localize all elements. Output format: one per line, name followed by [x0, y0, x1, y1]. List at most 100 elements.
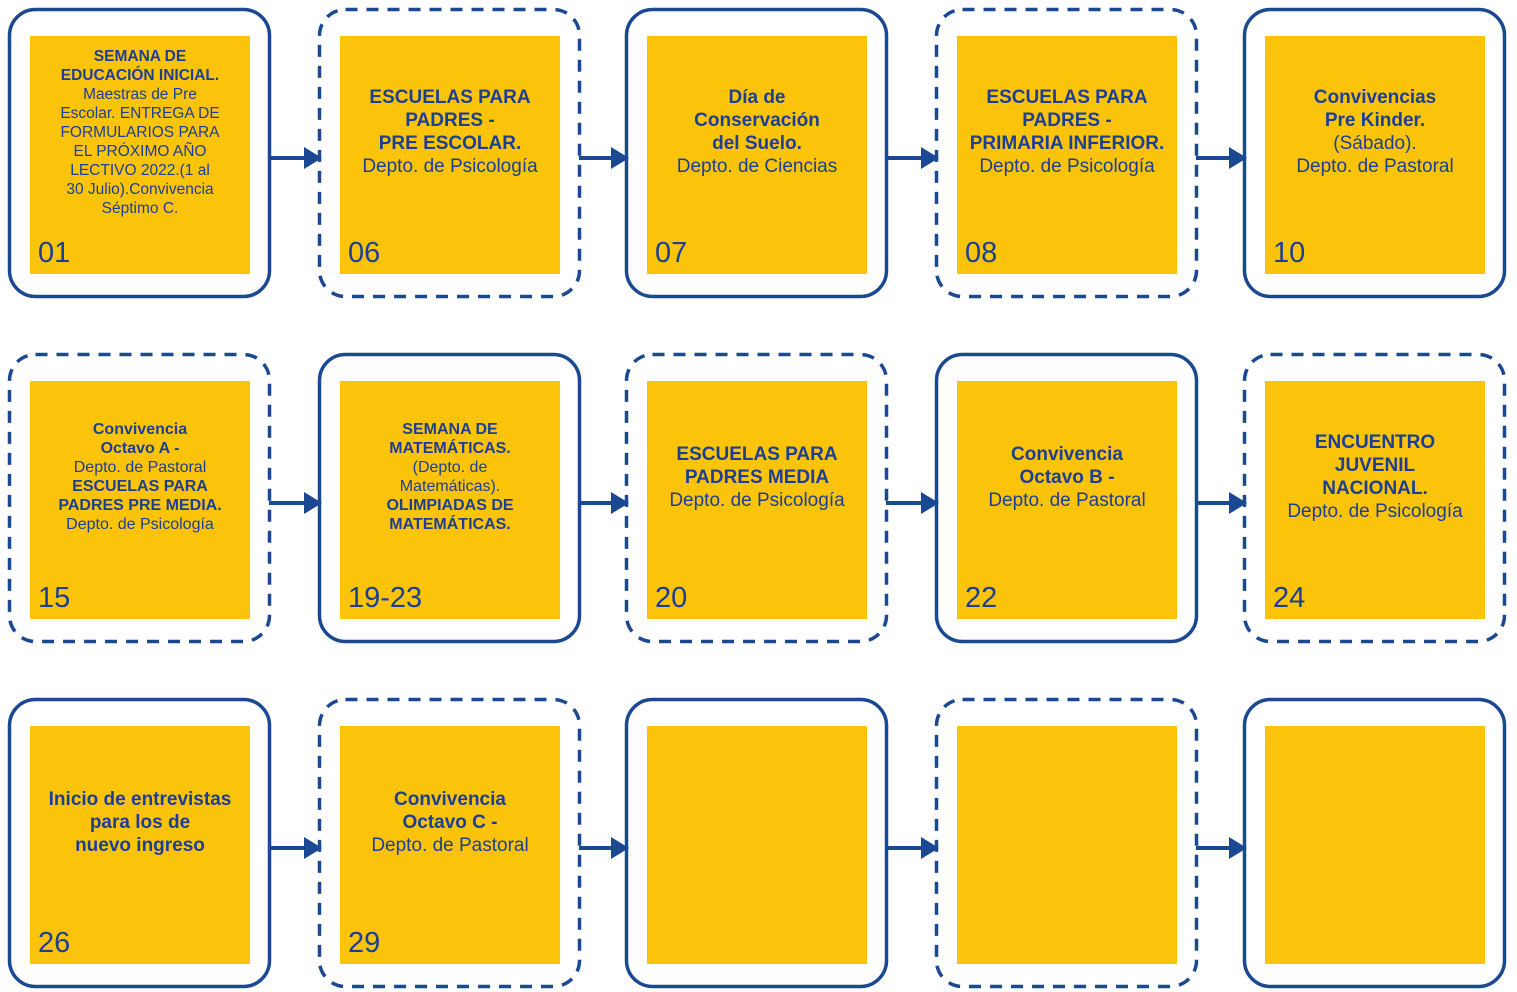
event-line: Depto. de Psicología	[66, 516, 214, 533]
event-day: 19-23	[348, 582, 423, 614]
event-day: 22	[965, 582, 998, 614]
event-line: Convivencia	[1011, 443, 1123, 465]
event-line: Pre Kinder.	[1324, 110, 1426, 131]
event-line: PADRES -	[1022, 110, 1112, 131]
event-line: PADRES PRE MEDIA.	[58, 497, 222, 514]
event-line: para los de	[89, 811, 191, 833]
event-day: 01	[38, 237, 71, 269]
event-line: Conservación	[694, 110, 820, 131]
arrow-right-icon	[611, 147, 629, 169]
event-day: 10	[1273, 237, 1306, 269]
event-card	[647, 726, 867, 964]
event-line: Depto. de Ciencias	[676, 156, 838, 177]
event-line: ESCUELAS PARA	[72, 478, 208, 495]
event-card	[957, 726, 1177, 964]
frame-26	[7, 697, 272, 989]
arrow-right-icon	[304, 492, 322, 514]
event-line: Maestras de Pre	[83, 85, 197, 103]
arrow-right-icon	[304, 147, 322, 169]
arrow-right-icon	[611, 492, 629, 514]
event-line: FORMULARIOS PARA	[60, 123, 220, 141]
event-line: (Depto. de	[412, 459, 488, 476]
event-line: ESCUELAS PARA	[676, 443, 838, 465]
frame-15	[7, 352, 272, 644]
event-line: (Sábado).	[1333, 133, 1417, 154]
event-line: Depto. de Pastoral	[73, 459, 207, 476]
event-line: PRE ESCOLAR.	[378, 133, 522, 154]
event-description	[957, 726, 1177, 918]
arrow-right-icon	[921, 147, 939, 169]
arrow-right-icon	[1229, 837, 1247, 859]
arrow-right-icon	[921, 837, 939, 859]
event-line: Convivencias	[1313, 87, 1437, 108]
event-line: ESCUELAS PARA	[986, 87, 1148, 108]
frame-22	[934, 352, 1199, 644]
event-line: Depto. de Psicología	[669, 489, 845, 511]
event-day: 08	[965, 237, 998, 269]
arrow-right-icon	[1229, 147, 1247, 169]
event-line: OLIMPIADAS DE	[386, 497, 514, 514]
event-line: ENCUENTRO	[1314, 432, 1436, 453]
frame-empty-12	[624, 697, 889, 989]
event-line: nuevo ingreso	[75, 834, 205, 856]
event-line: Depto. de Pastoral	[1296, 156, 1454, 177]
frame-29	[317, 697, 582, 989]
event-line: ESCUELAS PARA	[369, 87, 531, 108]
event-line: Convivencia	[92, 421, 188, 438]
event-line: SEMANA DE	[402, 421, 498, 438]
frame-01	[7, 7, 272, 299]
event-line: MATEMÁTICAS.	[389, 516, 511, 533]
event-line: EL PRÓXIMO AÑO	[73, 142, 207, 160]
frame-06	[317, 7, 582, 299]
frame-24	[1242, 352, 1507, 644]
event-line: Inicio de entrevistas	[48, 788, 232, 810]
event-day: 07	[655, 237, 688, 269]
arrow-right-icon	[1229, 492, 1247, 514]
event-line: Día de	[728, 87, 786, 108]
frame-empty-13	[934, 697, 1199, 989]
event-day: 24	[1273, 582, 1306, 614]
event-line: Octavo A -	[100, 440, 180, 457]
frame-empty-14	[1242, 697, 1507, 989]
event-line: Séptimo C.	[101, 199, 179, 217]
event-day: 29	[348, 927, 381, 959]
frame-07	[624, 7, 889, 299]
event-line: PRIMARIA INFERIOR.	[969, 133, 1165, 154]
event-line: MATEMÁTICAS.	[389, 440, 511, 457]
event-line: PADRES -	[405, 110, 495, 131]
event-line: EDUCACIÓN INICIAL.	[60, 66, 220, 84]
event-line: JUVENIL	[1334, 455, 1416, 476]
event-line: Escolar. ENTREGA DE	[60, 104, 220, 122]
event-day: 15	[38, 582, 71, 614]
event-line: Depto. de Psicología	[362, 156, 538, 177]
event-description	[647, 726, 867, 918]
arrow-right-icon	[921, 492, 939, 514]
event-day: 20	[655, 582, 688, 614]
arrow-right-icon	[611, 837, 629, 859]
event-day: 26	[38, 927, 71, 959]
arrow-right-icon	[304, 837, 322, 859]
frame-08	[934, 7, 1199, 299]
event-line: Depto. de Pastoral	[371, 834, 529, 856]
event-line: PADRES MEDIA	[684, 466, 830, 488]
